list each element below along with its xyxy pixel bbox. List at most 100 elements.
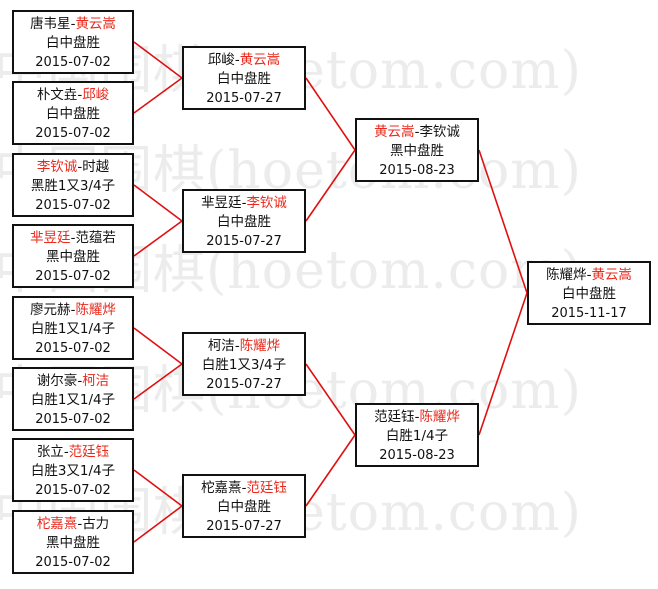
separator: - (70, 302, 76, 318)
players-line: 邱峻-黄云嵩 (184, 51, 304, 70)
match-box: 柁嘉熹-古力黑中盘胜 2015-07-02 (12, 510, 134, 574)
separator: - (70, 230, 76, 246)
match-date: 2015-08-23 (379, 448, 455, 463)
separator: - (234, 338, 240, 354)
separator: - (241, 195, 247, 211)
players-line: 唐韦星-黄云嵩 (14, 15, 132, 34)
player-white: 陈耀烨 (239, 338, 281, 354)
match-result: 黑中盘胜 (390, 143, 444, 159)
players-line: 柁嘉熹-古力 (14, 515, 132, 534)
match-date: 2015-07-27 (206, 234, 282, 249)
separator: - (234, 52, 240, 68)
separator: - (414, 409, 420, 425)
player-white: 范蕴若 (75, 230, 116, 246)
player-white: 范廷钰 (246, 480, 287, 496)
bracket-connector (133, 363, 183, 400)
player-black: 陈耀烨 (546, 267, 587, 283)
match-result: 黑中盘胜 (46, 535, 100, 551)
match-date: 2015-07-02 (35, 341, 111, 356)
separator: - (77, 516, 83, 532)
bracket-connector (305, 77, 356, 151)
match-box: 张立-范廷钰白胜3又1/4子 2015-07-02 (12, 438, 134, 502)
match-result: 白胜3又1/4子 (30, 463, 116, 479)
match-result: 黑胜1又3/4子 (30, 178, 116, 194)
bracket-connector (305, 363, 356, 436)
match-result: 白中盘胜 (217, 499, 271, 515)
separator: - (414, 124, 420, 140)
match-result: 白胜1又1/4子 (30, 392, 116, 408)
separator: - (586, 267, 592, 283)
match-date: 2015-08-23 (379, 163, 455, 178)
match-box: 邱峻-黄云嵩白中盘胜 2015-07-27 (182, 46, 306, 110)
match-date: 2015-07-02 (35, 555, 111, 570)
players-line: 芈昱廷-范蕴若 (14, 229, 132, 248)
match-date: 2015-11-17 (551, 306, 627, 321)
match-date: 2015-07-27 (206, 91, 282, 106)
player-black: 范廷钰 (374, 409, 415, 425)
player-black: 李钦诚 (36, 159, 78, 175)
player-white: 黄云嵩 (239, 52, 281, 68)
separator: - (77, 373, 83, 389)
player-black: 廖元赫 (30, 302, 71, 318)
players-line: 朴文垚-邱峻 (14, 86, 132, 105)
player-black: 芈昱廷 (30, 230, 71, 246)
player-white: 邱峻 (82, 87, 110, 103)
player-white: 柯洁 (82, 373, 110, 389)
player-black: 柯洁 (207, 338, 235, 354)
bracket-connector (133, 469, 183, 507)
match-date: 2015-07-27 (206, 377, 282, 392)
match-date: 2015-07-02 (35, 198, 111, 213)
match-box: 范廷钰-陈耀烨白胜1/4子 2015-08-23 (355, 403, 479, 467)
bracket-connector (133, 505, 183, 543)
bracket-connector (478, 149, 528, 294)
match-date: 2015-07-02 (35, 55, 111, 70)
bracket-connector (133, 184, 183, 222)
bracket-connector (305, 149, 356, 222)
match-result: 白胜1/4子 (385, 428, 449, 444)
match-date: 2015-07-02 (35, 412, 111, 427)
players-line: 柁嘉熹-范廷钰 (184, 479, 304, 498)
players-line: 谢尔豪-柯洁 (14, 372, 132, 391)
players-line: 黄云嵩-李钦诚 (357, 123, 477, 142)
match-box: 朴文垚-邱峻白中盘胜 2015-07-02 (12, 81, 134, 145)
players-line: 张立-范廷钰 (14, 443, 132, 462)
players-line: 廖元赫-陈耀烨 (14, 301, 132, 320)
player-black: 谢尔豪 (36, 373, 78, 389)
player-white: 黄云嵩 (75, 16, 116, 32)
bracket-connector (133, 77, 183, 114)
separator: - (77, 159, 83, 175)
bracket-connector (478, 292, 528, 436)
match-result: 白中盘胜 (562, 286, 616, 302)
bracket-connector (133, 41, 183, 79)
players-line: 柯洁-陈耀烨 (184, 337, 304, 356)
player-black: 芈昱廷 (201, 195, 242, 211)
player-white: 黄云嵩 (591, 267, 632, 283)
player-white: 陈耀烨 (419, 409, 460, 425)
match-date: 2015-07-02 (35, 483, 111, 498)
match-result: 白中盘胜 (46, 106, 100, 122)
bracket-connector (133, 220, 183, 257)
players-line: 芈昱廷-李钦诚 (184, 194, 304, 213)
player-white: 陈耀烨 (75, 302, 116, 318)
player-black: 柁嘉熹 (36, 516, 78, 532)
players-line: 陈耀烨-黄云嵩 (529, 266, 649, 285)
player-black: 柁嘉熹 (201, 480, 242, 496)
match-result: 白中盘胜 (217, 71, 271, 87)
match-date: 2015-07-02 (35, 126, 111, 141)
separator: - (70, 16, 76, 32)
separator: - (63, 444, 69, 460)
match-box: 唐韦星-黄云嵩白中盘胜 2015-07-02 (12, 10, 134, 74)
separator: - (241, 480, 247, 496)
player-white: 李钦诚 (419, 124, 460, 140)
player-black: 黄云嵩 (374, 124, 415, 140)
match-result: 白中盘胜 (46, 35, 100, 51)
player-black: 张立 (36, 444, 64, 460)
match-date: 2015-07-02 (35, 269, 111, 284)
